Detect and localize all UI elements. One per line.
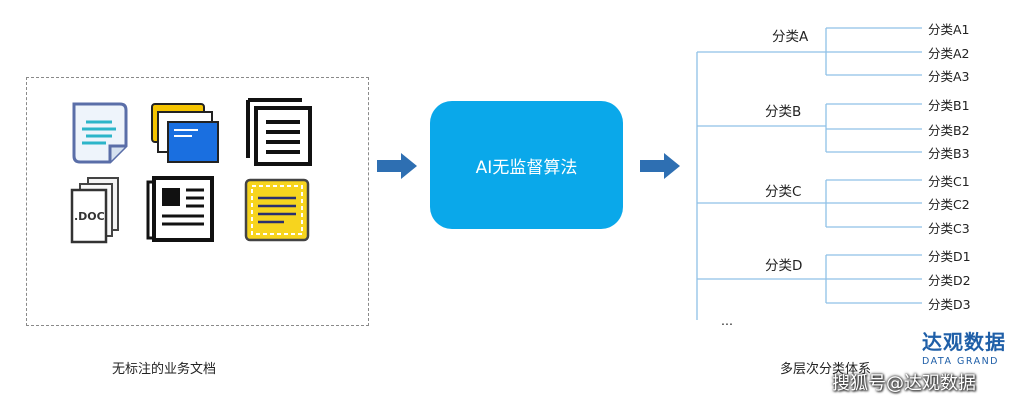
subcategory-label: 分类B2 [928,123,970,138]
subcategory-label: 分类C3 [928,221,970,236]
doc-file-icon: .DOC [70,177,119,244]
category-c-label: 分类C [765,184,802,200]
subcategory-label: 分类A2 [928,46,970,61]
subcategory-label: 分类D2 [928,273,971,288]
folders-icon [151,103,219,163]
newspaper-icon [146,176,214,242]
right-arrow-icon [377,153,417,179]
category-b-label: 分类B [765,104,802,120]
subcategory-label: 分类B1 [928,98,970,113]
documents-caption: 无标注的业务文档 [112,362,217,377]
taxonomy-caption: 多层次分类体系 [780,362,872,377]
subcategory-label: 分类C2 [928,197,970,212]
more-categories-ellipsis: ... [721,313,733,328]
ai-unsupervised-algorithm-box: AI无监督算法 [430,101,623,229]
subcategory-label: 分类A1 [928,22,970,37]
brand-name-cn: 达观数据 [922,330,1006,354]
subcategory-label: 分类A3 [928,69,970,84]
subcategory-label: 分类B3 [928,146,970,161]
note-icon [244,178,310,242]
watermark-text: 搜狐号@达观数据 [832,373,976,394]
brand-name-en: DATA GRAND [922,356,999,367]
subcategory-label: 分类D3 [928,297,971,312]
right-arrow-icon [640,153,680,179]
category-d-label: 分类D [765,258,803,274]
category-a-label: 分类A [772,29,809,45]
text-document-icon [72,102,128,164]
subcategory-label: 分类C1 [928,174,970,189]
brand-logo: 达观数据 DATA GRAND [922,326,1006,367]
algorithm-label: AI无监督算法 [475,157,578,178]
stacked-pages-icon [246,98,312,166]
subcategory-label: 分类D1 [928,249,971,264]
unlabeled-documents-panel [26,77,369,326]
svg-text:.DOC: .DOC [74,210,105,223]
